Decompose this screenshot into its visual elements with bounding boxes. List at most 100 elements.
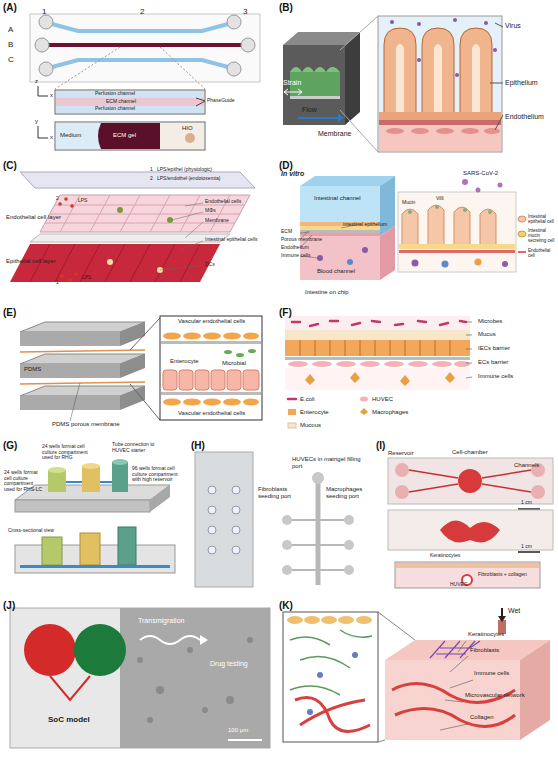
chip-top-view xyxy=(39,62,53,76)
bioprinted-skin xyxy=(385,660,520,740)
figure-label: 100 μm xyxy=(228,727,248,734)
gut-barrier-layers xyxy=(305,372,455,386)
legend-text: Enterocyte xyxy=(300,409,329,415)
barrier-zoom xyxy=(179,370,193,390)
figure-label: A xyxy=(8,26,13,35)
gut-barrier-layers xyxy=(454,361,470,367)
chip-photo-schematic xyxy=(290,520,346,570)
well-plate-chip xyxy=(48,467,66,473)
figure-label: Transmigration xyxy=(138,617,184,625)
barrier-zoom xyxy=(224,350,232,354)
well-plate-chip xyxy=(82,466,100,492)
villi-zoom xyxy=(455,73,459,77)
well-plate-chip xyxy=(15,500,150,512)
gut-barrier-layers xyxy=(408,361,428,367)
bioprinted-skin xyxy=(317,672,323,678)
gut-barrier-layers xyxy=(336,361,356,367)
legend-text: Mucous xyxy=(300,422,321,428)
legend-entry: Endothelial cell xyxy=(528,249,557,259)
figure-label: 96 wells format cell culture compartment… xyxy=(132,466,182,483)
barrier-zoom xyxy=(243,370,259,390)
figure-label: Endothelial cells xyxy=(205,199,241,205)
chip-top-view xyxy=(55,47,205,89)
villi-zoom xyxy=(490,23,503,130)
figure-label: Virus xyxy=(505,22,521,30)
bioprinted-skin xyxy=(392,684,515,727)
figure-label: Mucus xyxy=(478,331,496,338)
intestine-detail xyxy=(488,210,492,214)
legend-samples xyxy=(288,409,296,415)
chip-photo-schematic xyxy=(232,546,240,554)
intestine-chip-block xyxy=(300,236,380,280)
lps-chip-layers xyxy=(117,207,123,213)
panel-frame: (K) xyxy=(276,598,558,762)
villi-zoom xyxy=(461,128,479,134)
chip-photo-schematic xyxy=(282,515,292,525)
membrane-chip-slab xyxy=(290,67,340,72)
bioprinted-skin xyxy=(356,616,372,624)
lps-chip-layers xyxy=(20,172,255,188)
chip-cross-section xyxy=(196,98,205,106)
chip-cross-section xyxy=(56,91,204,98)
figure-label: Perfusion channel xyxy=(95,106,135,112)
villi-zoom xyxy=(390,20,394,24)
intestine-detail xyxy=(402,205,496,246)
chip-cross-section xyxy=(98,123,164,149)
skin-chip-photos xyxy=(395,562,540,588)
chip-cross-section xyxy=(185,133,195,143)
pdms-layers xyxy=(120,322,145,346)
figure-label: Vascular endothelial cells xyxy=(178,318,245,325)
villi-zoom xyxy=(379,120,501,125)
villi-zoom xyxy=(436,128,454,134)
legend-entry: HUVEC xyxy=(372,396,393,403)
well-plate-chip xyxy=(80,533,100,565)
barrier-zoom xyxy=(195,370,209,390)
legend-text: HUVEC xyxy=(372,396,393,402)
legend-entry: Intestinal epithelial cell xyxy=(528,215,557,225)
villi-zoom xyxy=(484,21,488,25)
chip-cross-section xyxy=(38,126,48,138)
lps-chip-layers xyxy=(10,172,255,282)
skin-on-chip-photo xyxy=(202,707,208,713)
chip-photo-schematic xyxy=(344,515,354,525)
barrier-zoom xyxy=(183,333,201,340)
gut-barrier-layers xyxy=(285,340,470,356)
figure-label: 1 xyxy=(150,167,153,173)
gut-barrier-layers xyxy=(285,316,470,330)
figure-label: ECM xyxy=(281,229,292,235)
panel-letter: (G) xyxy=(3,440,17,451)
pdms-layers xyxy=(20,318,160,421)
membrane-chip-slab xyxy=(290,96,340,99)
figure-label: HUVECs in matrigel filling port xyxy=(292,456,364,469)
bioprinted-skin xyxy=(352,652,358,658)
lps-chip-layers xyxy=(58,202,62,206)
skin-chip-photos xyxy=(388,510,553,550)
chip-cross-section xyxy=(160,123,204,149)
legend-samples xyxy=(518,231,526,237)
panel-letter: (C) xyxy=(3,160,17,171)
figure-label: Fibroblasts xyxy=(470,647,499,654)
barrier-zoom xyxy=(223,333,241,340)
chip-photo-schematic xyxy=(232,526,240,534)
chip-top-view xyxy=(48,43,242,47)
villi-zoom xyxy=(378,16,503,152)
barrier-zoom xyxy=(163,399,181,406)
bioprinted-skin xyxy=(290,630,372,695)
skin-chip-photos xyxy=(409,470,531,492)
figure-label: LPS xyxy=(78,198,87,204)
legend-entry: E.coli xyxy=(300,396,315,403)
chip-photo-schematic xyxy=(208,506,216,514)
barrier-zoom xyxy=(161,341,261,344)
figure-label: 24 wells format cell culture compartment… xyxy=(4,470,44,492)
figure-label: HUVEC xyxy=(450,582,468,588)
barrier-zoom xyxy=(183,399,201,406)
figure-label: Epithelial cell layer xyxy=(6,258,56,265)
barrier-zoom xyxy=(163,333,181,340)
figure-label: LPS/endothel (endotoxemia) xyxy=(157,176,220,182)
membrane-chip-slab xyxy=(283,16,378,152)
panel-letter: (B) xyxy=(279,2,293,13)
intestine-detail xyxy=(398,192,516,272)
lps-chip-layers xyxy=(107,259,113,265)
well-plate-chip xyxy=(112,462,128,492)
